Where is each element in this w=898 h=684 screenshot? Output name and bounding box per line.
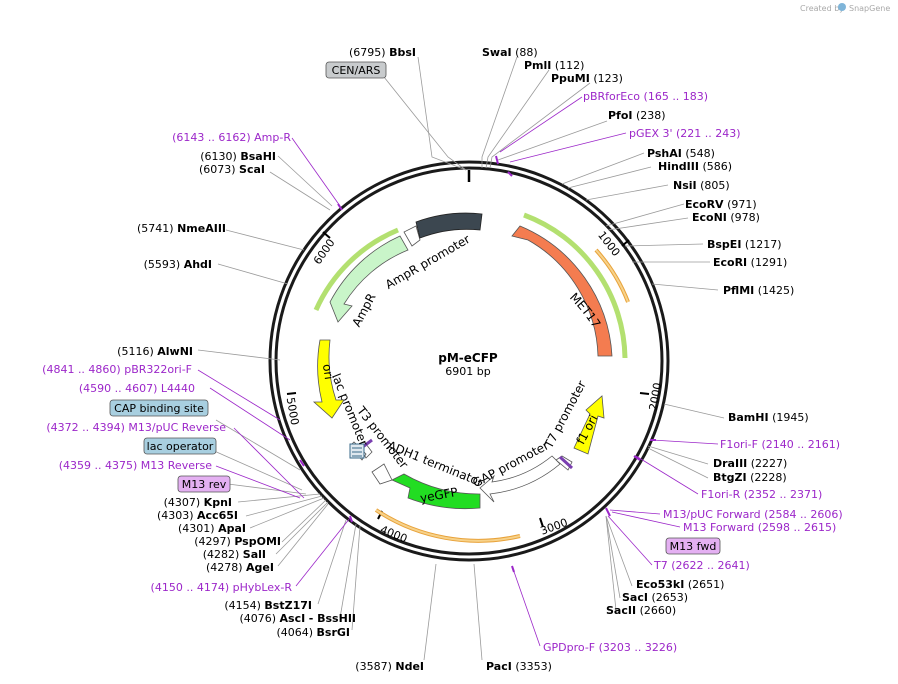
site-sali: (4282) SalI	[203, 548, 266, 561]
box-lac-operator: lac operator	[143, 437, 217, 455]
primer-amp-r: (6143 .. 6162) Amp-R	[172, 131, 291, 144]
site-scai: (6073) ScaI	[199, 163, 265, 176]
site-pfoi: PfoI (238)	[608, 109, 666, 122]
ampr-label: AmpR	[349, 291, 378, 329]
site-ahdi: (5593) AhdI	[144, 258, 212, 271]
site-ecori: EcoRI (1291)	[713, 256, 787, 269]
svg-text:M13 rev: M13 rev	[182, 478, 227, 491]
box-cen-ars: CEN/ARS	[325, 61, 387, 79]
primer-pbr322ori-f: (4841 .. 4860) pBR322ori-F	[42, 363, 192, 376]
site-econi: EcoNI (978)	[692, 211, 760, 224]
met17-arc	[511, 225, 613, 357]
site-pmli: PmlI (112)	[524, 59, 584, 72]
primer-pbrforeco: pBRforEco (165 .. 183)	[583, 90, 708, 103]
svg-text:CAP binding site: CAP binding site	[114, 402, 204, 415]
site-pshai: PshAI (548)	[647, 147, 715, 160]
site-alwni: (5116) AlwNI	[117, 345, 193, 358]
primer-pgex3: pGEX 3' (221 .. 243)	[629, 127, 741, 140]
site-eco53ki: Eco53kI (2651)	[636, 578, 724, 591]
site-bstz17i: (4154) BstZ17I	[224, 599, 312, 612]
tick-2000: 2000	[647, 382, 665, 412]
site-nmeaiii: (5741) NmeAIII	[137, 222, 226, 235]
site-btgzi: BtgZI (2228)	[713, 471, 787, 484]
ampr-promoter-arrow	[403, 225, 421, 247]
met17-glow	[523, 212, 628, 359]
yegfp-arrow	[391, 473, 481, 510]
svg-text:M13 fwd: M13 fwd	[670, 540, 717, 553]
svg-text:CEN/ARS: CEN/ARS	[332, 64, 381, 77]
site-ecorv: EcoRV (971)	[685, 198, 757, 211]
site-bbsi: (6795) BbsI	[349, 46, 416, 59]
svg-text:SnapGene: SnapGene	[849, 4, 890, 13]
site-kpni: (4307) KpnI	[164, 496, 232, 509]
primer-gpdpro-f: GPDpro-F (3203 .. 3226)	[543, 641, 677, 654]
primer-m13-reverse: (4359 .. 4375) M13 Reverse	[59, 459, 212, 472]
plasmid-name: pM-eCFP	[438, 351, 498, 365]
site-ndei: (3587) NdeI	[355, 660, 424, 673]
tick-5000: 5000	[284, 396, 302, 426]
site-sacii: SacII (2660)	[606, 604, 676, 617]
adh1-terminator-arrow	[371, 463, 393, 485]
site-pspomi: (4297) PspOMI	[194, 535, 281, 548]
plasmid-backbone	[268, 160, 670, 562]
primer-m13-forward: M13 Forward (2598 .. 2615)	[683, 521, 836, 534]
box-m13-fwd: M13 fwd	[665, 537, 721, 555]
primer-t7: T7 (2622 .. 2641)	[653, 559, 750, 572]
primer-f1ori-f: F1ori-F (2140 .. 2161)	[720, 438, 840, 451]
site-ppumi: PpuMI (123)	[551, 72, 623, 85]
enzyme-leader-lines	[197, 56, 725, 661]
svg-text:Created by: Created by	[800, 4, 844, 13]
site-asci: (4076) AscI - BssHII	[239, 612, 356, 625]
box-cap-binding-site: CAP binding site	[109, 399, 209, 417]
primer-f1ori-r: F1ori-R (2352 .. 2371)	[701, 488, 822, 501]
cen-ars-arc	[415, 212, 483, 239]
site-nsii: NsiI (805)	[673, 179, 730, 192]
ori-label: ori	[320, 363, 336, 380]
svg-text:lac operator: lac operator	[147, 440, 214, 453]
site-acc65i: (4303) Acc65I	[157, 509, 238, 522]
primer-l4440: (4590 .. 4607) L4440	[79, 382, 195, 395]
primer-ticks	[299, 155, 656, 573]
primer-m13puc-reverse: (4372 .. 4394) M13/pUC Reverse	[46, 421, 226, 434]
site-apai: (4301) ApaI	[178, 522, 246, 535]
ampr-glow	[313, 227, 399, 312]
ampr-arrow	[329, 235, 409, 323]
primer-m13puc-forward: M13/pUC Forward (2584 .. 2606)	[663, 508, 843, 521]
f1-ori-label: f1 ori	[573, 413, 600, 447]
primer-leader-lines	[197, 96, 719, 647]
primer-phyblex-r: (4150 .. 4174) pHybLex-R	[151, 581, 293, 594]
yegfp-label: yeGFP	[419, 485, 459, 505]
f1-ori-arrow	[573, 395, 605, 455]
site-saci: SacI (2653)	[622, 591, 688, 604]
site-draiii: DraIII (2227)	[713, 457, 787, 470]
snapgene-watermark: Created by SnapGene	[800, 3, 890, 13]
site-swai: SwaI (88)	[482, 46, 538, 59]
gap-promoter-arrow	[479, 455, 561, 503]
box-m13-rev: M13 rev	[177, 475, 231, 493]
plasmid-size: 6901 bp	[445, 365, 490, 378]
site-pflmi: PflMI (1425)	[723, 284, 794, 297]
tick-6000: 6000	[311, 237, 338, 267]
site-hindiii: HindIII (586)	[658, 160, 732, 173]
site-bsahi: (6130) BsaHI	[200, 150, 276, 163]
site-bamhi: BamHI (1945)	[728, 411, 809, 424]
site-bspei: BspEI (1217)	[707, 238, 782, 251]
site-bsrgi: (4064) BsrGI	[276, 626, 350, 639]
site-paci: PacI (3353)	[486, 660, 552, 673]
site-agei: (4278) AgeI	[206, 561, 274, 574]
ori-arrow	[312, 339, 345, 419]
